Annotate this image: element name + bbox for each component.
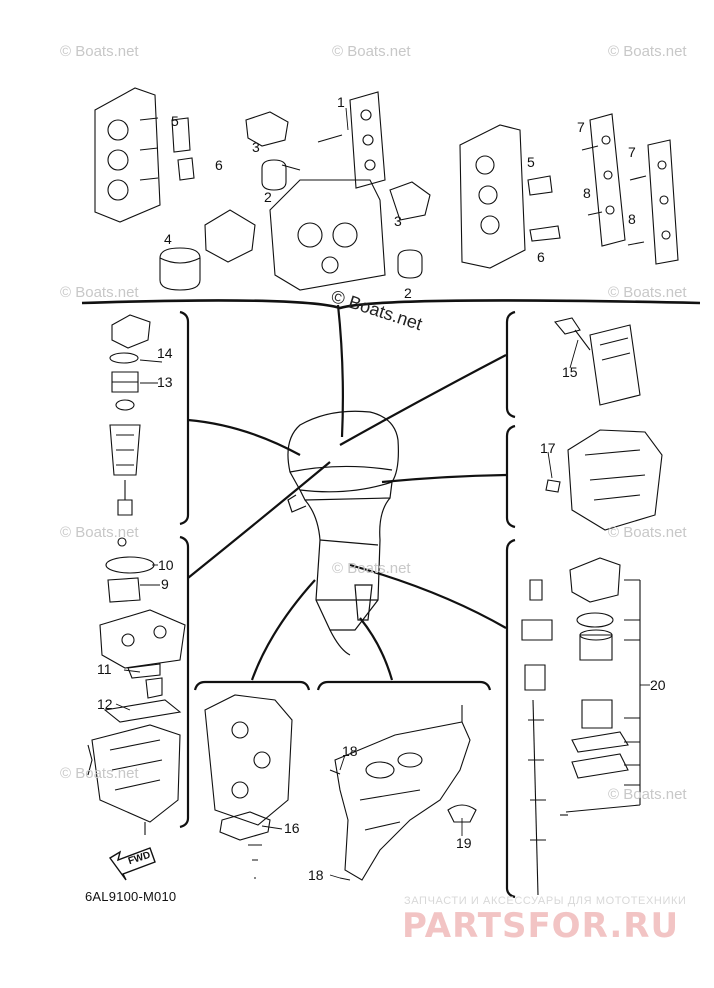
callout-16: 16 — [284, 820, 300, 836]
brand-tagline: ЗАПЧАСТИ И АКСЕССУАРЫ ДЛЯ МОТОТЕХНИКИ — [404, 895, 687, 907]
watermark: © Boats.net — [608, 786, 687, 803]
outboard-motor — [287, 410, 399, 656]
callout-4: 4 — [164, 231, 172, 247]
fuel-pump-assembly — [87, 537, 186, 835]
bracket-right-upper — [505, 310, 516, 419]
top-divider — [81, 299, 701, 310]
callout-3: 3 — [252, 139, 260, 155]
callout-6: 6 — [537, 249, 545, 265]
callout-18: 18 — [342, 743, 358, 759]
diagram-code: 6AL9100-M010 — [85, 889, 177, 904]
fwd-arrow — [108, 847, 156, 881]
callout-1: 1 — [337, 94, 345, 110]
watermark: © Boats.net — [608, 284, 687, 301]
bracket-bottom-left — [193, 680, 311, 691]
bracket-left-upper — [179, 310, 190, 526]
callout-leaders — [115, 107, 650, 879]
callout-12: 12 — [97, 696, 113, 712]
callout-8: 8 — [583, 185, 591, 201]
cover-plate — [554, 317, 641, 406]
callout-5: 5 — [171, 113, 179, 129]
bracket-right-middle — [505, 424, 516, 529]
callout-18: 18 — [308, 867, 324, 883]
watermark: © Boats.net — [332, 560, 411, 577]
callout-2: 2 — [264, 189, 272, 205]
water-pump-driveshaft — [521, 557, 641, 896]
bracket-bottom-center — [316, 680, 492, 691]
callout-14: 14 — [157, 345, 173, 361]
callout-2: 2 — [404, 285, 412, 301]
bracket-assembly — [204, 694, 293, 879]
callout-6: 6 — [215, 157, 223, 173]
fuel-filter-assembly — [109, 314, 151, 516]
brand-logo: PARTSFOR.RU — [402, 906, 680, 946]
callout-15: 15 — [562, 364, 578, 380]
bracket-left-lower — [179, 535, 190, 829]
watermark: © Boats.net — [608, 43, 687, 60]
callout-13: 13 — [157, 374, 173, 390]
watermark: © Boats.net — [60, 765, 139, 782]
leader-lines — [187, 304, 507, 681]
callout-7: 7 — [577, 119, 585, 135]
callout-9: 9 — [161, 576, 169, 592]
top-engine-cluster — [94, 87, 679, 291]
callout-8: 8 — [628, 211, 636, 227]
callout-17: 17 — [540, 440, 556, 456]
watermark: © Boats.net — [60, 284, 139, 301]
bracket-right-lower — [505, 538, 516, 899]
callout-20: 20 — [650, 677, 666, 693]
lower-case — [329, 705, 477, 881]
callout-10: 10 — [158, 557, 174, 573]
callout-3: 3 — [394, 213, 402, 229]
callout-19: 19 — [456, 835, 472, 851]
watermark: © Boats.net — [60, 43, 139, 60]
watermark: © Boats.net — [608, 524, 687, 541]
callout-7: 7 — [628, 144, 636, 160]
watermark: © Boats.net — [332, 43, 411, 60]
watermark: © Boats.net — [60, 524, 139, 541]
exhaust-housing — [545, 429, 663, 531]
callout-5: 5 — [527, 154, 535, 170]
callout-11: 11 — [97, 661, 112, 677]
